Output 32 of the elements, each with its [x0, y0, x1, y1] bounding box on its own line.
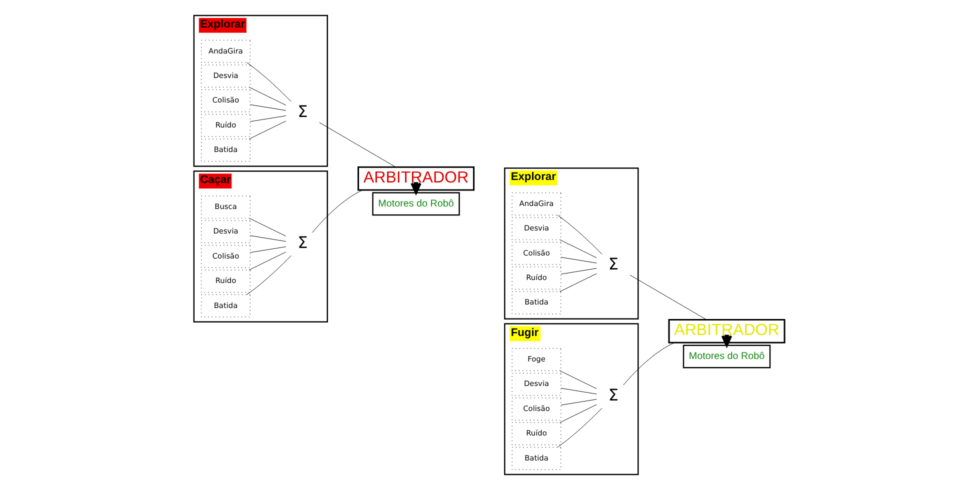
connector: [557, 214, 602, 254]
connector: [560, 240, 597, 258]
connector: [623, 342, 675, 386]
connector: [250, 246, 286, 253]
connector: [248, 120, 286, 140]
arrow: [721, 334, 732, 346]
node-box: Motores do Robô: [372, 192, 460, 216]
arrow: [410, 182, 422, 194]
connector: [248, 86, 286, 106]
connector: [246, 255, 292, 295]
node-text: Σ: [298, 232, 308, 252]
node-text: Σ: [298, 102, 308, 121]
connector: [560, 257, 597, 264]
connector: [560, 404, 597, 423]
connector: [248, 218, 286, 236]
connector: [560, 268, 597, 274]
connector: [250, 116, 286, 122]
connector: [250, 235, 286, 242]
node-box: Motores do Robô: [682, 344, 771, 368]
connector: [248, 252, 286, 270]
connector: [560, 399, 597, 406]
connector: [250, 104, 286, 111]
connector: [557, 408, 602, 448]
connector: [312, 190, 363, 233]
node-text: Σ: [608, 386, 618, 405]
connector: [246, 62, 292, 102]
connector: [630, 274, 707, 320]
connector: [319, 122, 396, 168]
connector: [560, 273, 597, 292]
connector: [560, 370, 597, 389]
connector: [560, 388, 597, 394]
node-text: Σ: [608, 254, 618, 274]
